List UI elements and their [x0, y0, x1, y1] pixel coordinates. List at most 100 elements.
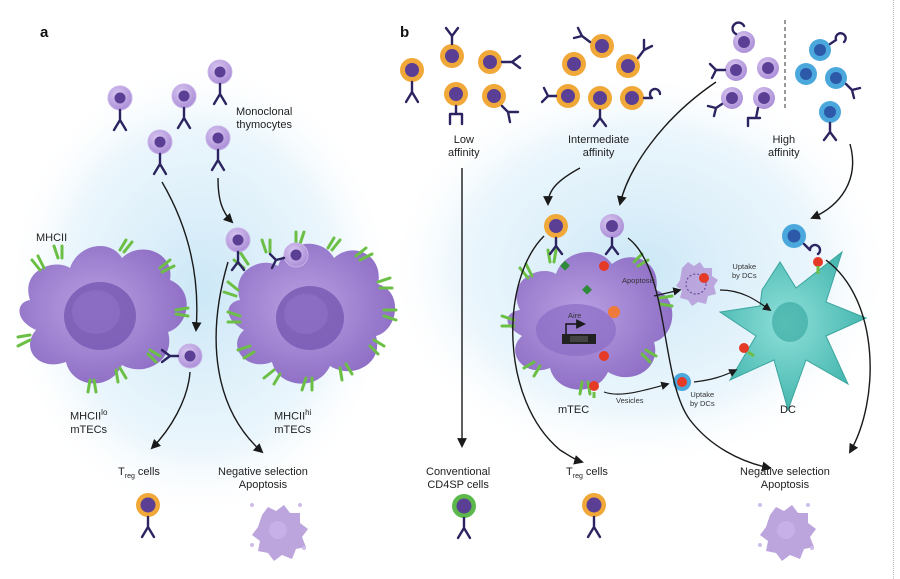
arrow-icon: [693, 369, 738, 383]
mhcii-lo-mtecs-label: MHCIIlo mTECs: [70, 406, 107, 437]
antigen-dot: [582, 284, 592, 295]
thymocyte-cell-icon: [746, 87, 775, 128]
thymocyte-cell-icon: [107, 85, 133, 132]
thymocyte-cell-icon: [482, 84, 520, 124]
thymocyte-cell-icon: [706, 87, 743, 118]
antigen-dot: [599, 261, 609, 271]
high-text: High: [772, 134, 796, 146]
dc-label: DC: [780, 404, 796, 416]
background-glow-a: [5, 60, 395, 520]
monoclonal-text: Monoclonal: [236, 106, 293, 118]
conventional-cd4sp-label: Conventional CD4SP cells: [426, 466, 490, 492]
antigen-dot: [813, 257, 823, 267]
intermediate-affinity-label: Intermediate affinity: [568, 134, 629, 160]
apoptotic-cell-icon: [250, 503, 308, 561]
thymocyte-cell-icon: [160, 343, 203, 369]
mtecs-lo-text: mTECs: [70, 423, 108, 436]
mhcii-on-dc: [747, 350, 755, 358]
monoclonal-thymocytes-label: Monoclonal thymocytes: [236, 106, 292, 132]
low-text: Low: [453, 134, 474, 146]
panel-label-a: a: [40, 24, 49, 41]
apoptotic-cell-icon: [676, 262, 718, 306]
arrow-icon: [215, 261, 264, 454]
arrow-icon: [810, 143, 854, 220]
mtecs-hi-text: mTECs: [274, 423, 312, 436]
thymocyte-cell-icon: [708, 59, 747, 81]
neg-sel-text-a: Negative selection: [218, 466, 308, 478]
treg-cell-icon: [136, 493, 160, 539]
by-dcs-text-1: by DCs: [732, 271, 757, 280]
thymocyte-cell-icon: [444, 82, 468, 126]
thymocyte-cell-icon: [588, 86, 612, 128]
mtec-cell-icon: [19, 245, 187, 384]
low-affinity-text: affinity: [448, 147, 480, 159]
thymocyte-cell-icon: [540, 84, 580, 108]
thymocyte-cell-icon: [616, 38, 654, 78]
apoptosis-text-a: Apoptosis: [238, 479, 288, 491]
thymocyte-cell-icon: [171, 83, 197, 130]
arrow-icon: [653, 287, 682, 297]
arrow-icon: [150, 371, 191, 450]
thymocyte-cell-icon: [572, 26, 614, 58]
thymocytes-text: thymocytes: [236, 119, 292, 131]
mtec-label: mTEC: [558, 404, 590, 416]
high-affinity-label: High affinity: [768, 134, 800, 160]
panel-label-b: b: [400, 24, 410, 41]
uptake-by-dcs-label-1: Uptake by DCs: [732, 262, 757, 280]
antigen-dot: [560, 260, 570, 271]
thymocyte-cell-icon: [478, 50, 522, 74]
thymocyte-cell-icon: [400, 58, 424, 104]
vesicle-icon: [673, 373, 691, 391]
thymocyte-cell-icon: [795, 63, 817, 85]
thymocyte-cell-icon: [620, 86, 662, 110]
uptake-text-2: Uptake: [690, 390, 715, 399]
thymocyte-cell-icon: [731, 21, 755, 53]
by-dcs-text-2: by DCs: [690, 399, 715, 408]
aire-label: Aire: [568, 311, 582, 320]
arrow-icon: [543, 167, 581, 206]
thymocyte-cell-icon: [544, 214, 568, 256]
thymocyte-cell-icon: [205, 125, 231, 172]
thymocyte-cell-icon: [147, 129, 173, 176]
arrow-icon: [217, 177, 234, 224]
uptake-by-dcs-label-2: Uptake by DCs: [690, 390, 715, 408]
high-affinity-text: affinity: [768, 147, 800, 159]
thymocyte-cell-icon: [600, 214, 624, 256]
arrow-icon: [512, 235, 584, 465]
arrow-icon: [603, 381, 670, 395]
vesicles-label: Vesicles: [616, 396, 644, 405]
mtec-cell-icon: [228, 243, 396, 384]
thymocyte-cell-icon: [207, 59, 233, 106]
negative-selection-label-b: Negative selection Apoptosis: [740, 466, 830, 492]
arrow-icon: [719, 289, 772, 311]
thymocyte-cell-icon: [809, 32, 847, 61]
mhcii-molecules-lo: [16, 238, 190, 394]
intermediate-affinity-text: affinity: [582, 147, 615, 159]
treg-cells-label-a: Treg cells: [118, 466, 160, 481]
thymocyte-cell-icon: [782, 224, 822, 256]
mhcii-lo-text: MHCIIlo: [70, 408, 108, 423]
thymocyte-cell-icon: [440, 26, 464, 68]
low-affinity-label: Low affinity: [448, 134, 480, 160]
treg-cell-icon: [582, 493, 606, 539]
thymocyte-cell-icon: [757, 57, 779, 79]
mhcii-molecules-b: [500, 248, 674, 396]
intermediate-text: Intermediate: [568, 134, 630, 146]
thymocyte-cell-icon: [225, 227, 251, 272]
vesicle-icon: [589, 381, 599, 398]
right-border: [893, 0, 894, 579]
thymocyte-cell-icon: [562, 52, 586, 76]
cd4sp-cell-icon: [452, 494, 476, 540]
arrow-icon: [161, 181, 202, 332]
arrow-icon: [627, 237, 772, 472]
mhcii-molecules-hi: [222, 230, 398, 392]
arrow-icon: [825, 259, 871, 454]
thymocyte-cell-icon: [268, 242, 309, 270]
thymocyte-cell-icon: [825, 67, 862, 100]
arrow-icon: [617, 81, 717, 206]
apoptotic-cell-icon: [758, 503, 816, 561]
conventional-text: Conventional: [426, 466, 491, 478]
neg-sel-text-b: Negative selection: [740, 466, 830, 478]
